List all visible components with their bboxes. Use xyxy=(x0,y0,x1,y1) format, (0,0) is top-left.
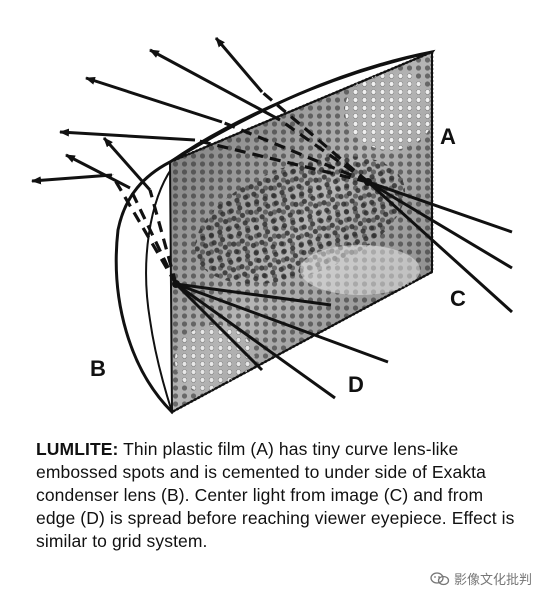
label-d: D xyxy=(348,372,364,397)
lens-inner-curve xyxy=(145,167,173,413)
figure-caption: LUMLITE: Thin plastic film (A) has tiny … xyxy=(36,438,516,553)
lumlite-diagram: A B C D xyxy=(31,37,514,415)
upper-focal-point xyxy=(364,178,372,186)
dashed-light-paths xyxy=(110,90,370,285)
lower-focal-point xyxy=(172,280,180,288)
wechat-icon xyxy=(430,571,450,585)
caption-lead: LUMLITE: xyxy=(36,439,119,459)
plastic-film xyxy=(168,50,434,414)
label-b: B xyxy=(90,356,106,381)
label-a: A xyxy=(440,124,456,149)
watermark: 影像文化批判 xyxy=(430,569,532,588)
incoming-rays xyxy=(174,180,514,400)
caption-body: Thin plastic film (A) has tiny curve len… xyxy=(36,439,515,551)
outgoing-rays xyxy=(31,37,281,191)
watermark-text: 影像文化批判 xyxy=(453,572,532,587)
label-c: C xyxy=(450,286,466,311)
lens-rim xyxy=(169,50,433,164)
